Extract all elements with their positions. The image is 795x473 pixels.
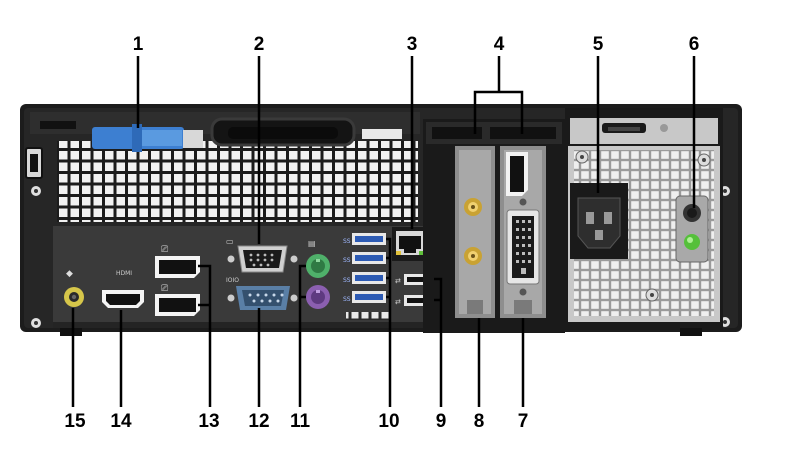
callout-number: 7 bbox=[518, 411, 529, 432]
svg-text:⎚: ⎚ bbox=[161, 245, 169, 255]
vga-icon: ▭ bbox=[226, 237, 298, 273]
svg-text:SS: SS bbox=[343, 257, 351, 264]
svg-text:SS: SS bbox=[343, 296, 351, 303]
svg-text:⇄: ⇄ bbox=[395, 298, 401, 306]
power-connector-icon bbox=[570, 183, 628, 259]
io-vent-slot bbox=[346, 312, 390, 320]
callout-number: 13 bbox=[198, 411, 219, 432]
callout-number: 11 bbox=[290, 411, 311, 432]
callout-number: 1 bbox=[133, 34, 144, 55]
svg-text:⇄: ⇄ bbox=[395, 277, 401, 285]
svg-text:SS: SS bbox=[343, 277, 351, 284]
callout-number: 10 bbox=[378, 411, 399, 432]
callout-numbers-top: 1 2 3 4 5 6 bbox=[133, 34, 700, 55]
callout-number: 6 bbox=[689, 34, 700, 55]
callout-number: 9 bbox=[436, 411, 447, 432]
usb-icon: SS SS SS SS bbox=[343, 233, 386, 303]
svg-text:HDMI: HDMI bbox=[116, 270, 132, 277]
callout-number: 12 bbox=[248, 411, 269, 432]
displayport-icon: ⎚ ⎚ bbox=[155, 245, 200, 316]
ethernet-icon bbox=[392, 227, 428, 261]
hdmi-icon: HDMI bbox=[102, 270, 144, 308]
callout-number: 3 bbox=[407, 34, 418, 55]
svg-text:◆: ◆ bbox=[66, 269, 73, 279]
callout-number: 4 bbox=[494, 34, 505, 55]
callout-lines bbox=[71, 56, 696, 407]
top-vent-slot bbox=[362, 129, 402, 139]
psu-diagnostic-panel bbox=[675, 195, 709, 263]
callout-number: 2 bbox=[254, 34, 265, 55]
ps2-mouse-icon bbox=[306, 285, 330, 309]
svg-text:▤: ▤ bbox=[308, 239, 316, 248]
svg-text:⎚: ⎚ bbox=[161, 284, 169, 294]
serial-icon: IOIO bbox=[226, 277, 298, 310]
antenna-connector-icon bbox=[464, 198, 482, 265]
callout-numbers-bottom: 15 14 13 12 11 10 9 8 7 bbox=[64, 411, 528, 432]
chassis-handle bbox=[210, 117, 356, 147]
callout-number: 14 bbox=[110, 411, 132, 432]
main-vent-grille bbox=[57, 141, 418, 222]
svg-text:SS: SS bbox=[343, 238, 351, 245]
cover-release-latch bbox=[92, 124, 203, 152]
usb-icon: ⇄ ⇄ bbox=[395, 274, 434, 306]
displayport-icon bbox=[506, 152, 528, 196]
ps2-keyboard-icon: ▤ bbox=[306, 239, 330, 278]
callout-number: 5 bbox=[593, 34, 604, 55]
svg-text:▭: ▭ bbox=[226, 237, 234, 246]
chassis-foot bbox=[60, 328, 702, 336]
callout-number: 8 bbox=[474, 411, 485, 432]
wireless-card-bracket bbox=[455, 146, 495, 318]
dvi-icon bbox=[506, 198, 540, 296]
callout-number: 15 bbox=[64, 411, 86, 432]
audio-jack-icon: ◆ bbox=[64, 269, 84, 307]
svg-text:IOIO: IOIO bbox=[226, 277, 239, 284]
